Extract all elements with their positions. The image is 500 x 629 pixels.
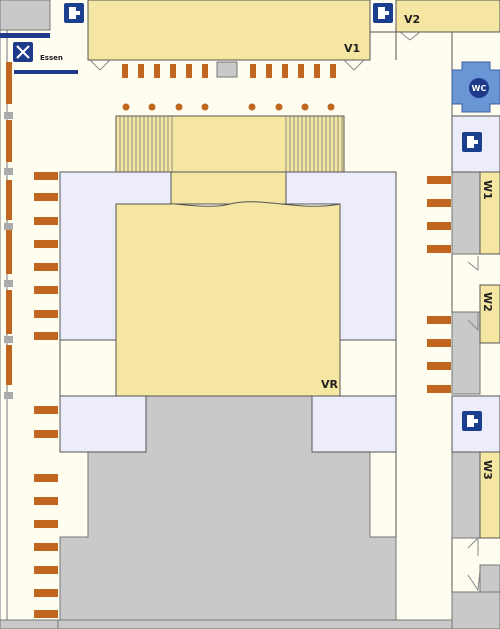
seat-bar <box>330 64 336 78</box>
seating <box>34 64 451 618</box>
seat-bar <box>34 610 58 618</box>
wc-icon <box>469 78 489 98</box>
restaurant-area: Essen <box>0 33 78 74</box>
seat-bar <box>266 64 272 78</box>
seat-bar <box>34 520 58 528</box>
wc-room: WC <box>451 61 500 113</box>
seat-bar <box>427 385 451 393</box>
wall-left-strip <box>0 29 8 629</box>
seat-dot <box>148 103 156 111</box>
side-room-right <box>285 171 397 341</box>
seat-bar <box>34 566 58 574</box>
emergency-exit-icon <box>462 132 482 152</box>
stage-neck <box>170 171 287 205</box>
wall-right-w1 <box>451 171 481 255</box>
seat-bar <box>34 286 58 294</box>
emergency-exit-icon <box>373 3 393 23</box>
seat-bar <box>170 64 176 78</box>
room-w2-label: W2 <box>481 292 494 312</box>
seat-dot <box>327 103 335 111</box>
seat-bar <box>34 172 58 180</box>
room-w1-label: W1 <box>481 180 494 200</box>
left-wall-markers <box>6 62 12 385</box>
room-v1 <box>87 0 371 61</box>
seat-bar <box>186 64 192 78</box>
wall-bottom-strip <box>57 619 459 629</box>
room-w3-label: W3 <box>481 460 494 480</box>
seat-bar <box>34 589 58 597</box>
seat-bar <box>202 64 208 78</box>
seat-bar <box>34 332 58 340</box>
wc-label: WC <box>472 84 487 93</box>
seat-bar <box>34 497 58 505</box>
seat-bar <box>34 310 58 318</box>
seat-bar <box>34 406 58 414</box>
seat-bar <box>34 217 58 225</box>
seat-bar <box>34 263 58 271</box>
seat-bar <box>427 245 451 253</box>
seat-bar <box>427 176 451 184</box>
wall-top-left <box>0 0 51 31</box>
seat-bar <box>34 240 58 248</box>
room-v2 <box>395 0 500 33</box>
seat-dot <box>248 103 256 111</box>
door-swings <box>89 31 481 592</box>
rooms-lavender <box>59 115 500 453</box>
seat-bar <box>298 64 304 78</box>
room-w2 <box>479 284 500 344</box>
restaurant-counter <box>14 70 78 74</box>
room-v2-label: V2 <box>404 13 420 26</box>
seat-dot <box>122 103 130 111</box>
seat-dot <box>275 103 283 111</box>
seat-bar <box>34 474 58 482</box>
seat-bar <box>282 64 288 78</box>
wall-v1-stub <box>216 61 238 78</box>
emergency-exit-icon <box>462 411 482 431</box>
seat-bar <box>250 64 256 78</box>
seat-bar <box>427 316 451 324</box>
seat-bar <box>34 193 58 201</box>
restaurant-bar <box>0 33 50 38</box>
seat-dot <box>301 103 309 111</box>
seat-dot <box>201 103 209 111</box>
room-v1-label: V1 <box>344 42 360 55</box>
seat-bar <box>427 339 451 347</box>
seat-bar <box>427 362 451 370</box>
wall-right-w2 <box>451 311 481 395</box>
seat-bar <box>154 64 160 78</box>
seat-bar <box>138 64 144 78</box>
seat-bar <box>34 430 58 438</box>
seat-dot <box>175 103 183 111</box>
outline-walls <box>59 31 453 592</box>
wall-right-w3 <box>451 451 481 539</box>
side-room-bottom-right <box>311 395 397 453</box>
wall-right-corner <box>451 591 500 629</box>
seat-bar <box>34 543 58 551</box>
seat-bar <box>427 199 451 207</box>
left-wall-posts <box>4 112 13 399</box>
seat-bar <box>427 222 451 230</box>
room-vr <box>115 201 341 397</box>
room-vr-label: VR <box>321 378 339 391</box>
emergency-exit-icons <box>64 3 482 431</box>
seat-bar <box>314 64 320 78</box>
side-room-bottom-left <box>59 395 147 453</box>
restaurant-label: Essen <box>40 54 63 62</box>
emergency-exit-icon <box>64 3 84 23</box>
seat-bar <box>122 64 128 78</box>
stage-steps <box>119 116 343 172</box>
